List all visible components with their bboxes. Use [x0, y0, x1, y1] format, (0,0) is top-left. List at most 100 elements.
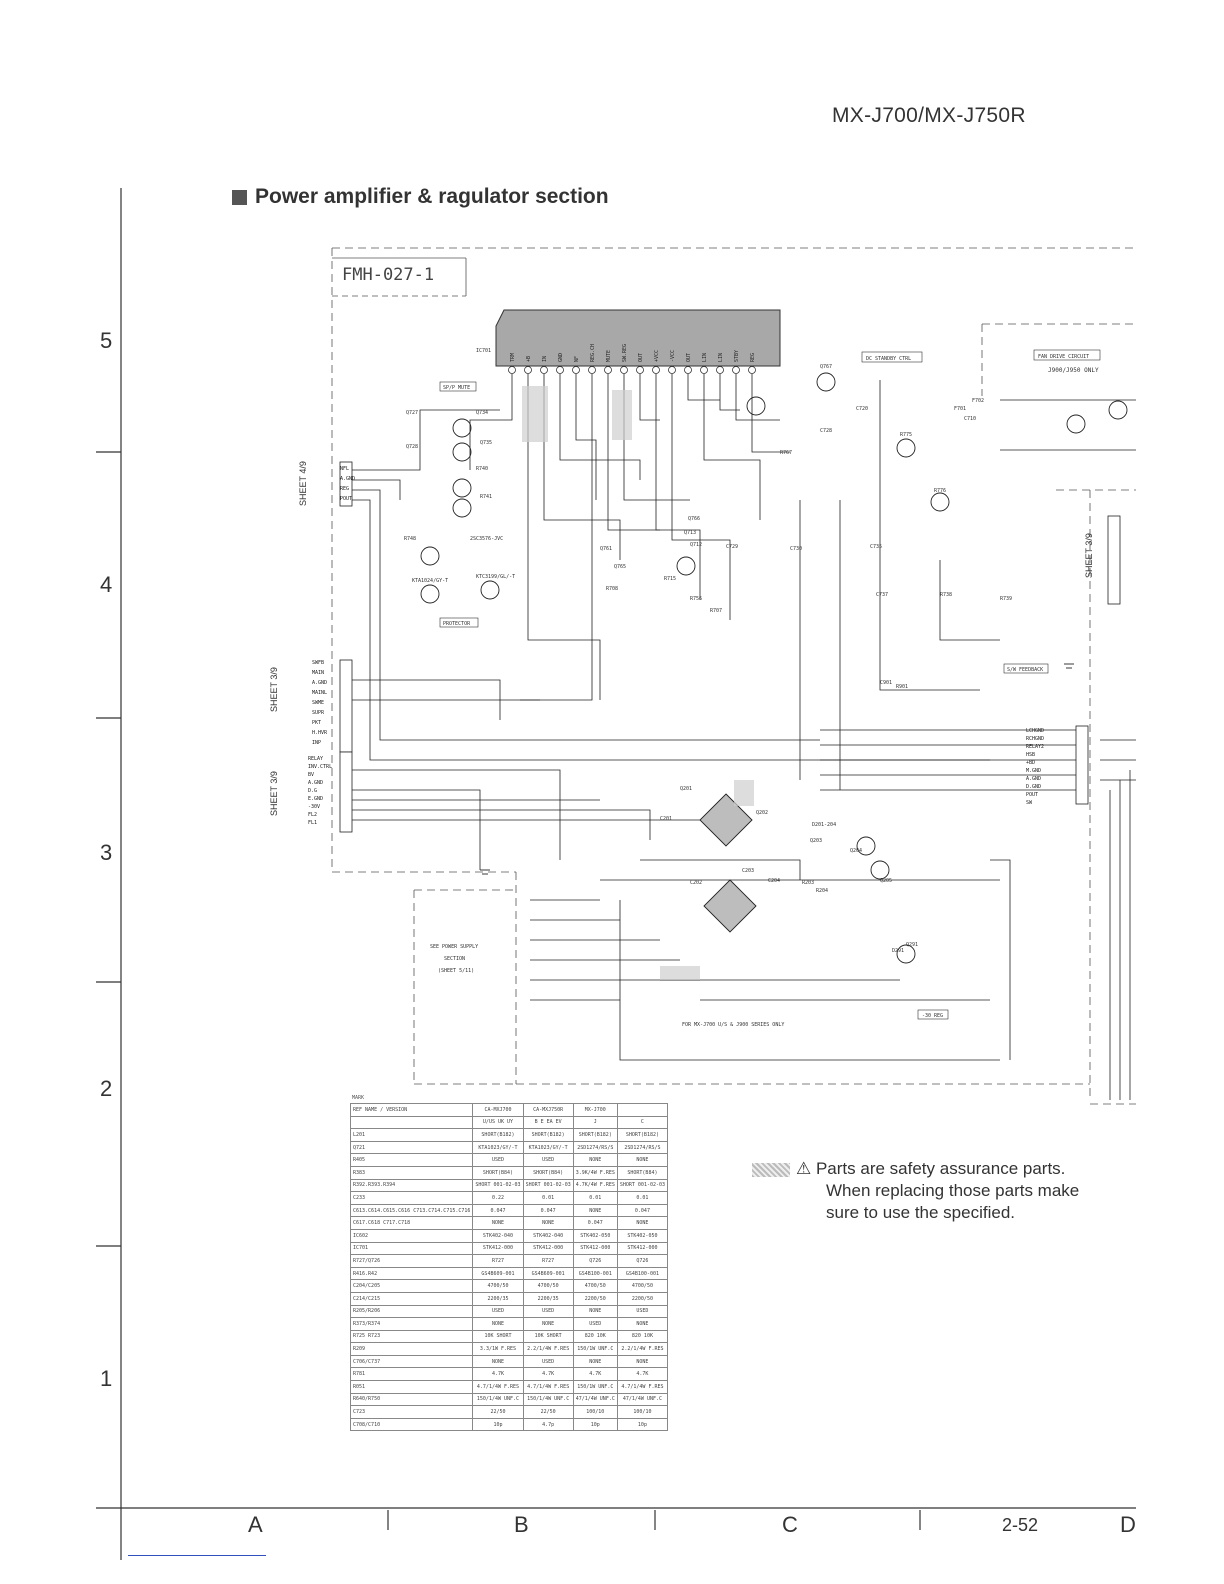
- grid-row-1: 1: [100, 1366, 113, 1391]
- cn703-pin: BV: [308, 772, 314, 778]
- component-ref-label: R740: [476, 466, 488, 472]
- table-cell: USED: [522, 1304, 574, 1319]
- table-cell: Q726: [616, 1254, 669, 1268]
- table-cell: C233: [349, 1191, 474, 1205]
- table-cell: GS4B609-001: [472, 1266, 524, 1281]
- table-cell: GS4B100-001: [616, 1266, 669, 1281]
- component-ref-label: Q202: [756, 810, 768, 816]
- ic-pin-label: -VCC: [670, 350, 676, 362]
- table-cell: R205/R206: [349, 1304, 474, 1319]
- component-ref-label: Q201: [680, 786, 692, 792]
- table-cell: Q721: [349, 1140, 474, 1155]
- ic-pin-label: NF: [574, 356, 580, 362]
- table-header-cell: CA-MXJ700: [472, 1103, 524, 1117]
- table-cell: C617.C618 C717.C718: [349, 1216, 474, 1230]
- safety-hatch-icon: [752, 1162, 790, 1177]
- section-title: Power amplifier & ragulator section: [232, 185, 609, 209]
- cn702-pin: SWME: [312, 700, 324, 706]
- cn701-pin: REG: [340, 486, 349, 492]
- sheet-label-right: SHEET 3/9: [1084, 533, 1094, 578]
- table-cell: C708/C710: [349, 1417, 474, 1432]
- ic-pin-label: SW.REG: [622, 344, 628, 362]
- label-sp-mute: SP/P MUTE: [443, 385, 470, 391]
- table-cell: USED: [472, 1153, 524, 1167]
- component-ref-label: Q204: [850, 848, 862, 854]
- table-cell: NONE: [616, 1317, 669, 1331]
- table-cell: 100/10: [616, 1405, 669, 1419]
- model-number: MX-J700/MX-J750R: [832, 104, 1026, 127]
- table-cell: Q726: [572, 1254, 618, 1268]
- cn702-pin: MAINL: [312, 690, 327, 696]
- component-ref-label: R715: [664, 576, 676, 582]
- table-cell: NONE: [616, 1354, 669, 1369]
- component-ref-label: R756: [690, 596, 702, 602]
- table-cell: 0.047: [572, 1216, 618, 1230]
- component-ref-label: Q727: [406, 410, 418, 416]
- table-cell: R640/R750: [349, 1392, 474, 1407]
- table-cell: C706/C737: [349, 1354, 474, 1369]
- component-ref-label: C203: [742, 868, 754, 874]
- connector-labels: NFL A.GND REG POUT SWFB MAIN A.GND MAINL…: [308, 466, 1044, 826]
- right-connector-pin: +BD: [1026, 760, 1035, 766]
- table-cell: 0.01: [616, 1191, 669, 1205]
- ic-pin-label: OUT: [638, 353, 644, 362]
- table-cell: SHORT(B84): [616, 1165, 669, 1180]
- component-ref-label: C201: [660, 816, 672, 822]
- safety-notice: ⚠ Parts are safety assurance parts. When…: [752, 1158, 1079, 1224]
- cn702-pin: H.HVR: [312, 730, 328, 736]
- table-cell: 4.7/1/4W F.RES: [616, 1380, 669, 1394]
- right-connector-pin: HSB: [1026, 752, 1035, 758]
- table-cell: 4.7p: [522, 1417, 574, 1432]
- table-mark-label: MARK: [352, 1095, 365, 1101]
- table-header-cell: [616, 1103, 669, 1117]
- table-cell: 4.7/1/4W F.RES: [522, 1380, 574, 1394]
- ic-pin-label: MUTE: [606, 350, 612, 362]
- component-ref-label: 2SC3576-JVC: [470, 536, 503, 542]
- table-cell: STK402-050: [572, 1228, 618, 1243]
- table-cell: 2200/35: [472, 1291, 524, 1306]
- ic-pin-label: REG: [750, 353, 756, 362]
- component-ref-label: C710: [964, 416, 976, 422]
- grid-col-b: B: [514, 1512, 529, 1537]
- table-cell: STK402-040: [522, 1228, 574, 1243]
- table-cell: 2.2/1/4W F.RES: [522, 1342, 574, 1356]
- safety-shading: [522, 386, 754, 980]
- component-ref-label: Q735: [480, 440, 492, 446]
- component-ref-label: C737: [876, 592, 888, 598]
- ic701-body: [495, 309, 781, 367]
- right-connector-pin: SW: [1026, 800, 1033, 806]
- section-title-text: Power amplifier & ragulator section: [255, 185, 609, 208]
- table-cell: SHORT 001-02-03: [472, 1178, 524, 1193]
- cn703-pin: FL2: [308, 812, 317, 818]
- ic-pin-label: IN: [542, 356, 548, 362]
- table-subheader-row: U/US UK UY B E EA EV J C: [349, 1115, 669, 1130]
- board-outline: [331, 247, 1136, 1105]
- variation-table: REF NAME / VERSION CA-MXJ700 CA-MXJ750R …: [349, 1103, 669, 1432]
- component-ref-label: Q766: [688, 516, 700, 522]
- component-ref-label: R707: [710, 608, 722, 614]
- sheet-label-left-top: SHEET 4/9: [298, 461, 308, 506]
- table-cell: USED: [522, 1354, 574, 1369]
- ic-pin-label: LIN: [718, 353, 724, 362]
- ic-pin-label: STBY: [734, 350, 740, 362]
- component-ref-label: R748: [404, 536, 416, 542]
- table-cell: STK402-040: [472, 1228, 524, 1243]
- component-ref-label: C202: [690, 880, 702, 886]
- table-cell: 0.01: [522, 1191, 574, 1205]
- table-cell: 2SD1274/RS/S: [616, 1140, 669, 1155]
- cn703-pin: RELAY: [308, 756, 323, 762]
- table-cell: 47/1/4W UNF.C: [616, 1392, 669, 1407]
- grid-row-5: 5: [100, 328, 113, 353]
- ground-symbols: [480, 663, 1074, 875]
- section-bullet-icon: [232, 189, 247, 205]
- table-cell: SHORT(B182): [522, 1128, 574, 1142]
